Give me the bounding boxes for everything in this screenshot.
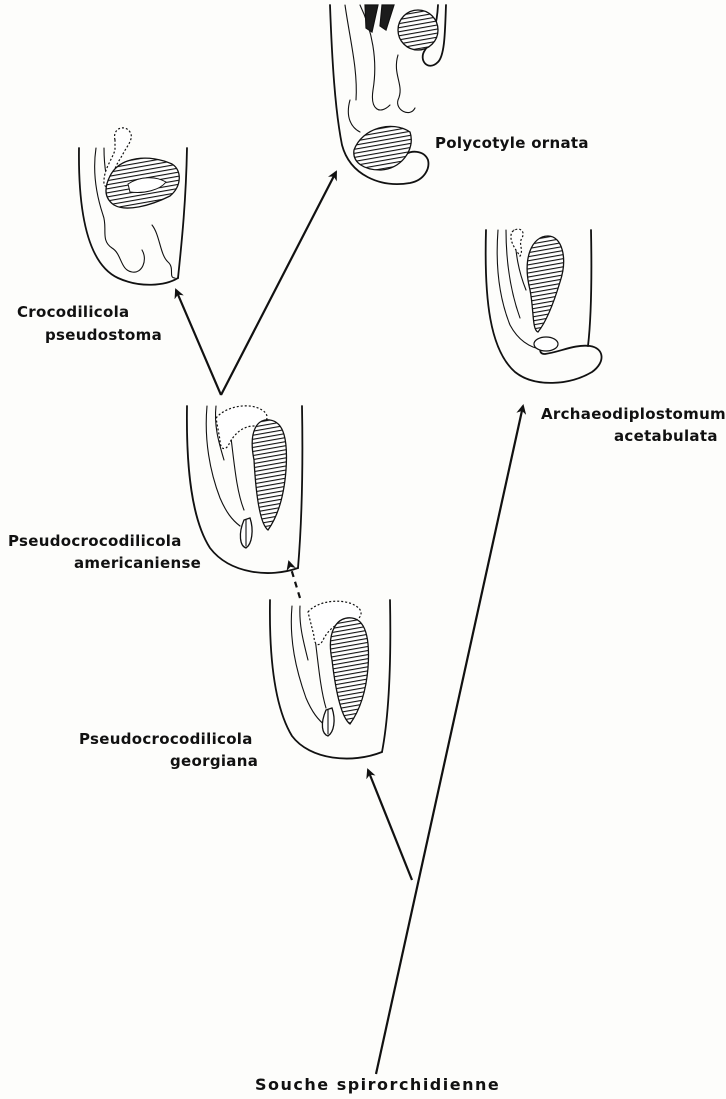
- label-pseudocrocodilicola-georgiana-line1: Pseudocrocodilicola: [79, 730, 253, 748]
- label-polycotyle-ornata: Polycotyle ornata: [435, 134, 589, 152]
- label-pseudocrocodilicola-americaniense-line2: americaniense: [74, 554, 201, 572]
- label-archaeodiplostomum-line1: Archaeodiplostomum: [541, 405, 726, 423]
- drawing-crocodilicola-pseudostoma: [79, 128, 187, 285]
- arrow-to-georgiana: [368, 770, 412, 880]
- label-pseudocrocodilicola-georgiana-line2: georgiana: [170, 752, 258, 770]
- arrow-to-polycotyle: [221, 172, 336, 395]
- drawing-archaeodiplostomum-acetabulata: [486, 229, 602, 383]
- label-archaeodiplostomum-line2: acetabulata: [614, 427, 718, 445]
- label-crocodilicola-line1: Crocodilicola: [17, 303, 129, 321]
- label-crocodilicola-line2: pseudostoma: [45, 326, 162, 344]
- arrow-to-crocodilicola: [176, 290, 221, 395]
- drawing-pseudocrocodilicola-georgiana: [270, 600, 390, 759]
- drawing-pseudocrocodilicola-americaniense: [187, 406, 302, 573]
- label-root-souche-spirorchidienne: Souche spirorchidienne: [255, 1075, 500, 1094]
- arrow-trunk-to-archaeodiplostomum: [376, 406, 523, 1074]
- label-pseudocrocodilicola-americaniense-line1: Pseudocrocodilicola: [8, 532, 182, 550]
- drawing-polycotyle-ornata: [330, 5, 446, 184]
- tree-labels: Polycotyle ornata Crocodilicola pseudost…: [8, 134, 726, 1094]
